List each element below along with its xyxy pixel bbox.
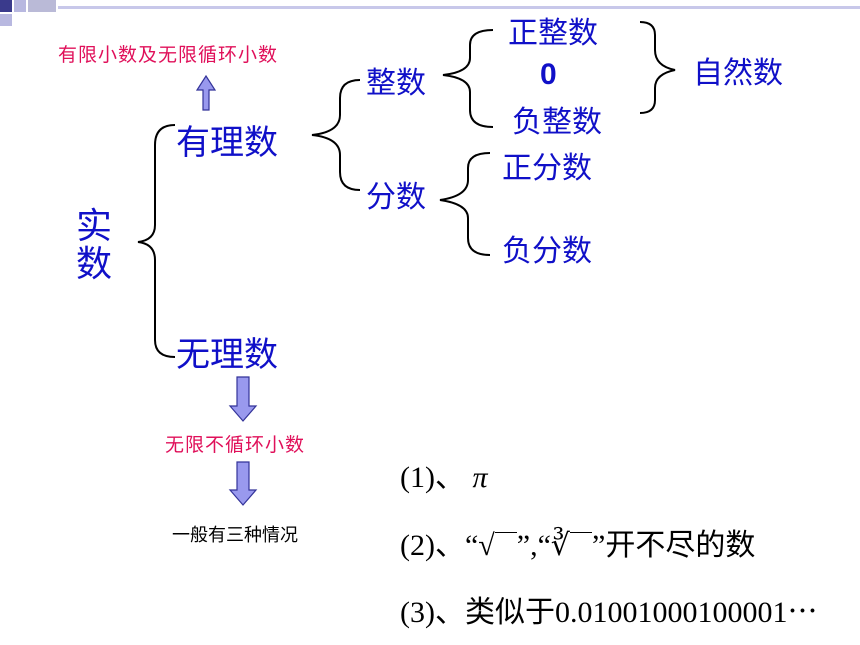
fraction-label: 分数 [366,180,426,215]
case-2-cbrt: “∛ [537,529,571,562]
case-3: (3)、类似于0.01001000100001⋯ [400,587,817,631]
case-1: (1)、 π [400,452,488,496]
irrational-label: 无理数 [176,335,278,375]
natural-number-label: 自然数 [693,56,783,91]
case-2-sqrt: “√ [464,529,495,562]
case-2-sep: ”, [516,529,538,562]
case-2: (2)、“√ ”,“∛ ”开不尽的数 [400,520,755,564]
natural-brace [639,21,676,114]
rational-note: 有限小数及无限循环小数 [58,44,279,66]
integer-label: 整数 [366,66,426,101]
positive-integer-label: 正整数 [508,16,598,51]
case-3-number: (3)、 [400,596,465,629]
rational-label: 有理数 [176,123,278,163]
case-1-text: π [472,461,488,494]
case-1-number: (1)、 [400,461,465,494]
case-3-text: 类似于0.01001000100001⋯ [464,596,818,629]
negative-fraction-label: 负分数 [502,234,592,269]
fraction-brace [439,152,491,256]
rational-brace [311,79,361,191]
up-arrow [195,74,217,111]
root-char-1: 实 [76,206,113,247]
root-char-2: 数 [76,244,113,285]
down-arrow-1 [228,376,258,422]
zero-label: 0 [540,58,557,91]
positive-fraction-label: 正分数 [502,151,592,186]
integer-brace [442,29,494,128]
root-brace [137,124,176,358]
irrational-note: 无限不循环小数 [165,434,306,456]
negative-integer-label: 负整数 [512,105,602,140]
root-label: 实 数 [76,208,112,284]
down-arrow-2 [228,461,258,506]
three-cases-label: 一般有三种情况 [172,525,298,546]
case-2-text: ”开不尽的数 [592,529,756,562]
case-2-number: (2)、 [400,529,465,562]
